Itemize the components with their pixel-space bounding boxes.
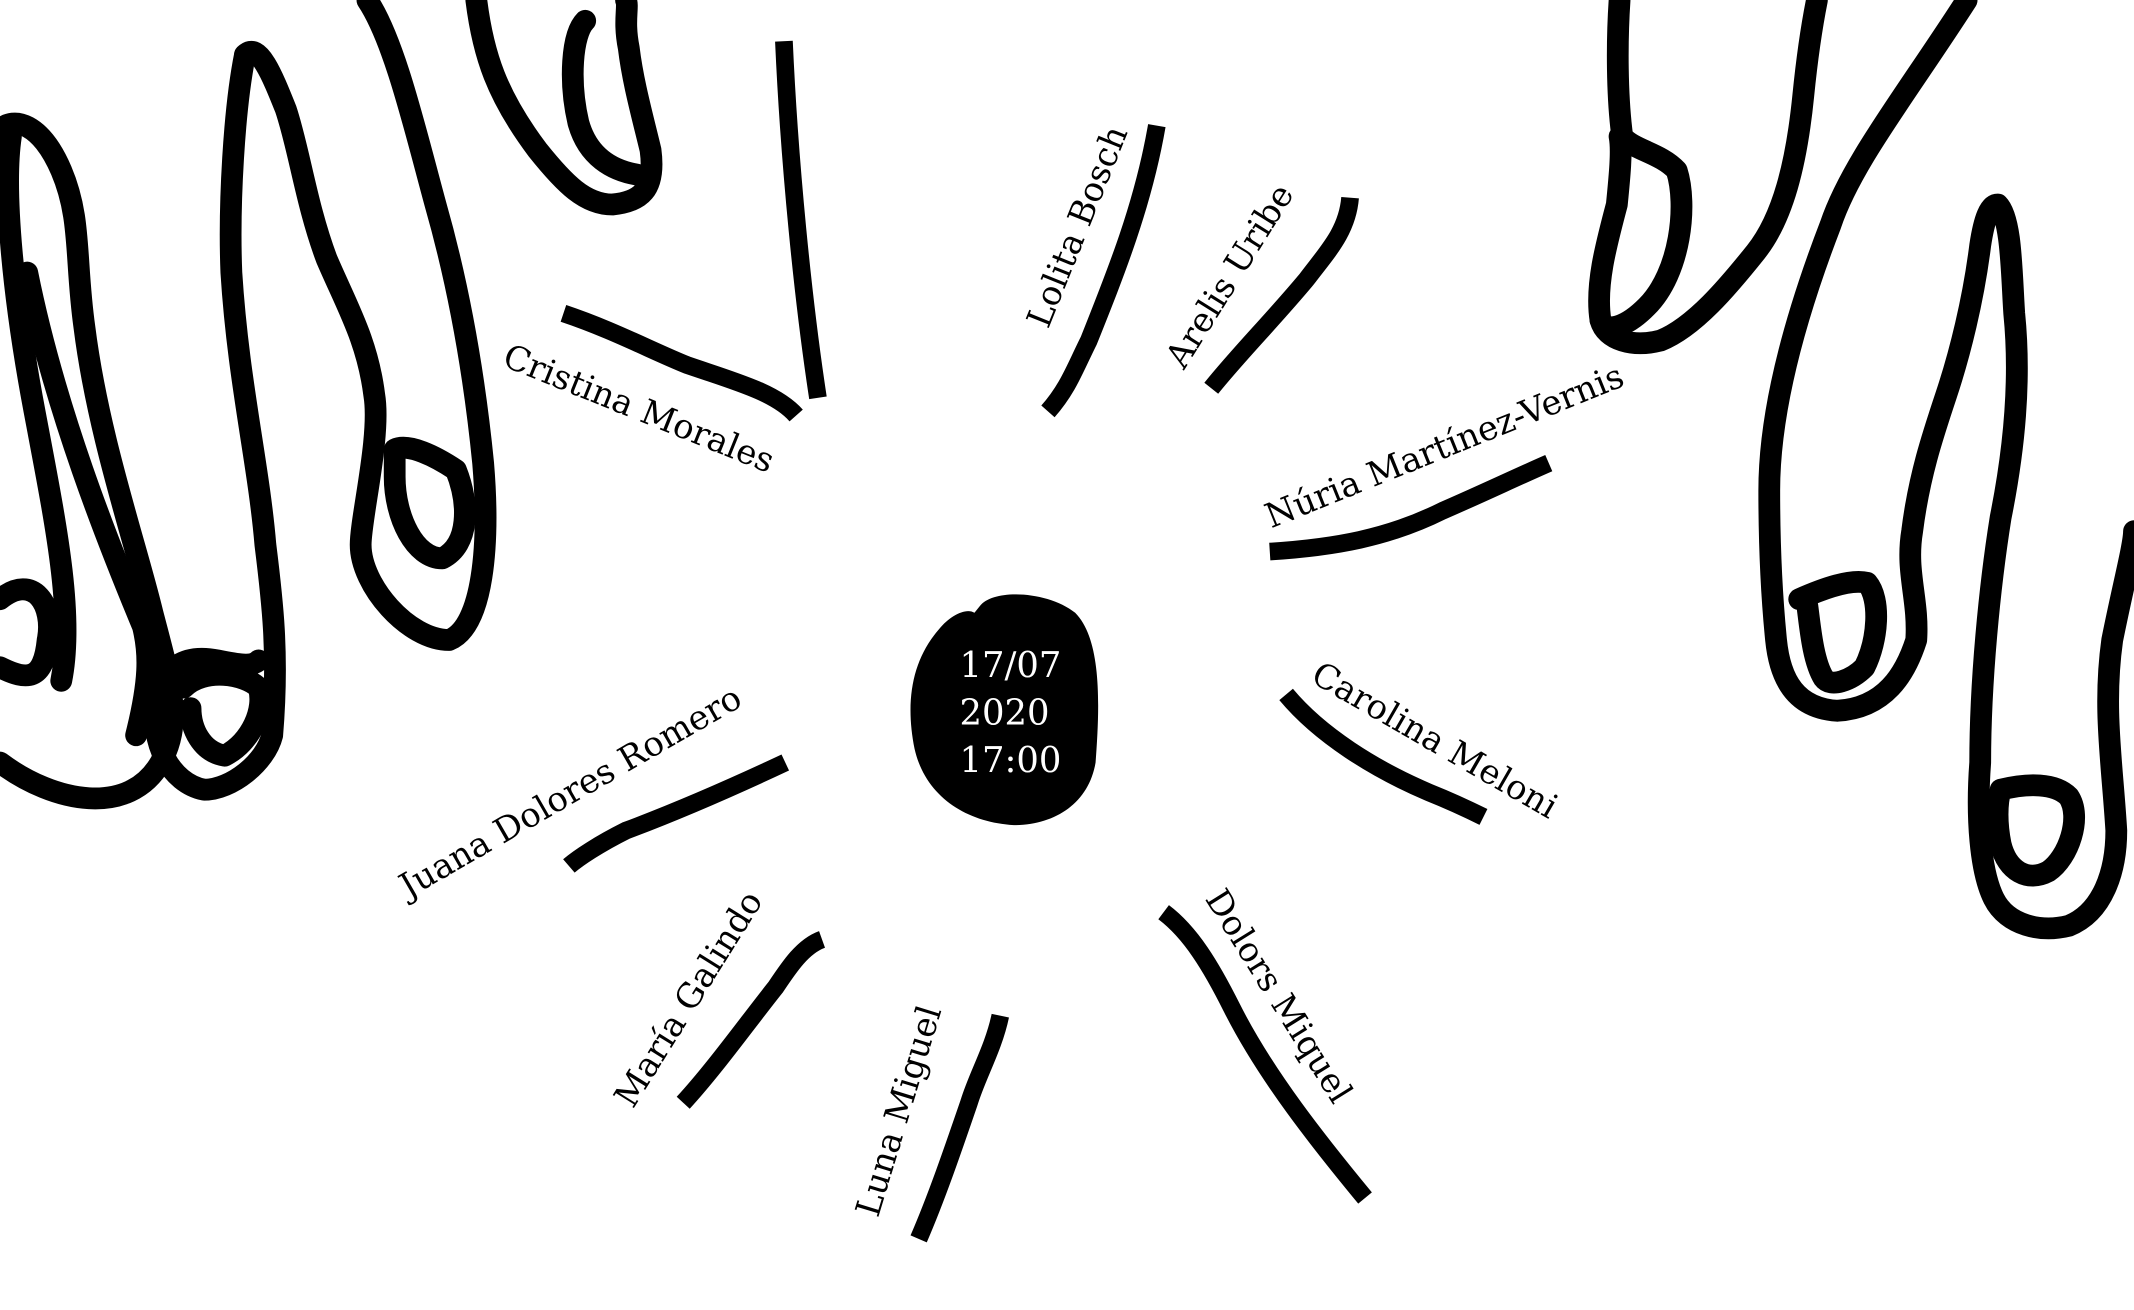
- bar-juana-dolores-romero: [563, 754, 790, 873]
- bar-cristina-morales: [560, 305, 803, 422]
- bar-vertical-decor: [775, 40, 827, 400]
- name-lolita-bosch: Lolita Bosch: [1019, 120, 1136, 333]
- bar-maria-galindo: [676, 931, 826, 1109]
- bar-nuria-martinez-vernis: [1269, 454, 1553, 561]
- event-datetime: 17/07 2020 17:00: [959, 645, 1061, 781]
- right-hand-icon: [1588, 0, 2134, 940]
- bar-carolina-meloni: [1279, 688, 1488, 825]
- ink-blob-icon: [910, 594, 1099, 826]
- event-date: 17/07: [959, 645, 1061, 686]
- left-hand-icon: [0, 0, 663, 810]
- name-cristina-morales: Cristina Morales: [497, 336, 779, 481]
- bar-dolors-miquel: [1158, 905, 1372, 1204]
- event-time: 17:00: [959, 740, 1061, 781]
- participant-bars: [560, 40, 1553, 1243]
- event-year: 2020: [959, 692, 1049, 733]
- name-maria-galindo: María Galindo: [607, 884, 772, 1114]
- bar-luna-miguel: [910, 1013, 1009, 1243]
- name-arelis-uribe: Arelis Uribe: [1157, 177, 1302, 376]
- bar-lolita-bosch: [1041, 124, 1166, 418]
- bar-arelis-uribe: [1204, 196, 1359, 394]
- name-juana-dolores-romero: Juana Dolores Romero: [390, 678, 748, 908]
